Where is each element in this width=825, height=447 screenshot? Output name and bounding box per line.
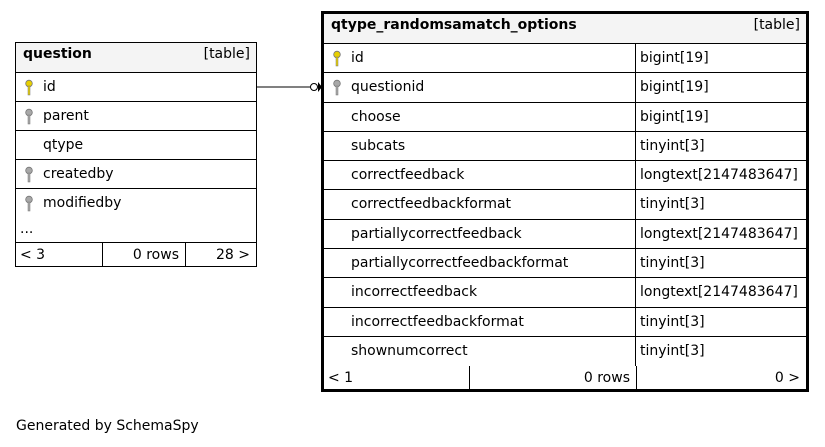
column-name: createdby — [43, 166, 114, 182]
column-name: qtype — [43, 137, 84, 153]
column-name: partiallycorrectfeedback — [351, 225, 522, 242]
footer-left: < 1 — [328, 370, 354, 387]
table-header: question [table] — [16, 43, 256, 73]
column-name: shownumcorrect — [351, 342, 468, 359]
table-question[interactable]: question [table] id parent qtype createdby m… — [15, 42, 257, 267]
table-header: qtype_randomsamatch_options [table] — [324, 14, 806, 44]
column-type: tinyint[3] — [635, 190, 806, 219]
column-type: bigint[19] — [635, 73, 806, 102]
column-row-partiallycorrectfeedbackformat[interactable]: partiallycorrectfeedbackformat tinyint[3] — [324, 249, 806, 279]
column-row-createdby[interactable]: createdby — [16, 160, 256, 189]
column-name: parent — [43, 108, 89, 124]
column-row-choose[interactable]: choose bigint[19] — [324, 102, 806, 132]
column-name: incorrectfeedback — [351, 284, 478, 301]
column-row-subcats[interactable]: subcats tinyint[3] — [324, 131, 806, 162]
column-name: incorrectfeedbackformat — [351, 313, 524, 330]
column-name: questionid — [351, 79, 425, 96]
ellipsis-row: ... — [16, 218, 256, 243]
column-name: partiallycorrectfeedbackformat — [351, 255, 569, 272]
table-name: qtype_randomsamatch_options — [331, 17, 577, 33]
table-footer: < 3 0 rows 28 > — [16, 243, 256, 266]
column-type: tinyint[3] — [635, 249, 806, 278]
column-name: id — [43, 79, 56, 95]
column-name: correctfeedbackformat — [351, 196, 512, 213]
column-name: choose — [351, 108, 401, 125]
footer-left: < 3 — [20, 247, 46, 263]
column-row-id[interactable]: id bigint[19] — [324, 44, 806, 74]
column-row-questionid[interactable]: questionid bigint[19] — [324, 73, 806, 103]
column-row-modifiedby[interactable]: modifiedby — [16, 189, 256, 218]
column-name: id — [351, 50, 364, 66]
column-type: tinyint[3] — [635, 336, 806, 367]
column-row-incorrectfeedbackformat[interactable]: incorrectfeedbackformat tinyint[3] — [324, 307, 806, 337]
column-type: tinyint[3] — [635, 307, 806, 336]
table-footer: < 1 0 rows 0 > — [324, 366, 806, 392]
footer-right: 28 > — [185, 243, 256, 266]
table-kind-label: [table] — [203, 46, 250, 62]
footer-row-count: 0 rows — [469, 366, 636, 392]
column-row-qtype[interactable]: qtype — [16, 131, 256, 160]
column-row-correctfeedback[interactable]: correctfeedback longtext[2147483647] — [324, 161, 806, 191]
column-name: modifiedby — [43, 195, 122, 211]
column-row-id[interactable]: id — [16, 73, 256, 102]
generated-by-note: Generated by SchemaSpy — [16, 418, 199, 434]
column-name: correctfeedback — [351, 167, 465, 184]
table-kind-label: [table] — [753, 17, 800, 33]
column-row-correctfeedbackformat[interactable]: correctfeedbackformat tinyint[3] — [324, 190, 806, 220]
ellipsis-text: ... — [20, 221, 34, 237]
table-name: question — [23, 46, 92, 62]
footer-row-count: 0 rows — [102, 243, 185, 266]
column-type: longtext[2147483647] — [635, 278, 806, 307]
column-row-parent[interactable]: parent — [16, 102, 256, 131]
column-row-shownumcorrect[interactable]: shownumcorrect tinyint[3] — [324, 336, 806, 367]
column-row-partiallycorrectfeedback[interactable]: partiallycorrectfeedback longtext[2147483… — [324, 219, 806, 250]
column-type: longtext[2147483647] — [635, 161, 806, 190]
column-type: tinyint[3] — [635, 131, 806, 161]
column-type: longtext[2147483647] — [635, 219, 806, 249]
column-type: bigint[19] — [635, 102, 806, 131]
table-qtype-randomsamatch-options[interactable]: qtype_randomsamatch_options [table] id bi… — [321, 11, 809, 392]
column-name: subcats — [351, 137, 406, 154]
column-row-incorrectfeedback[interactable]: incorrectfeedback longtext[2147483647] — [324, 278, 806, 308]
column-type: bigint[19] — [635, 44, 806, 73]
footer-right: 0 > — [636, 366, 806, 392]
